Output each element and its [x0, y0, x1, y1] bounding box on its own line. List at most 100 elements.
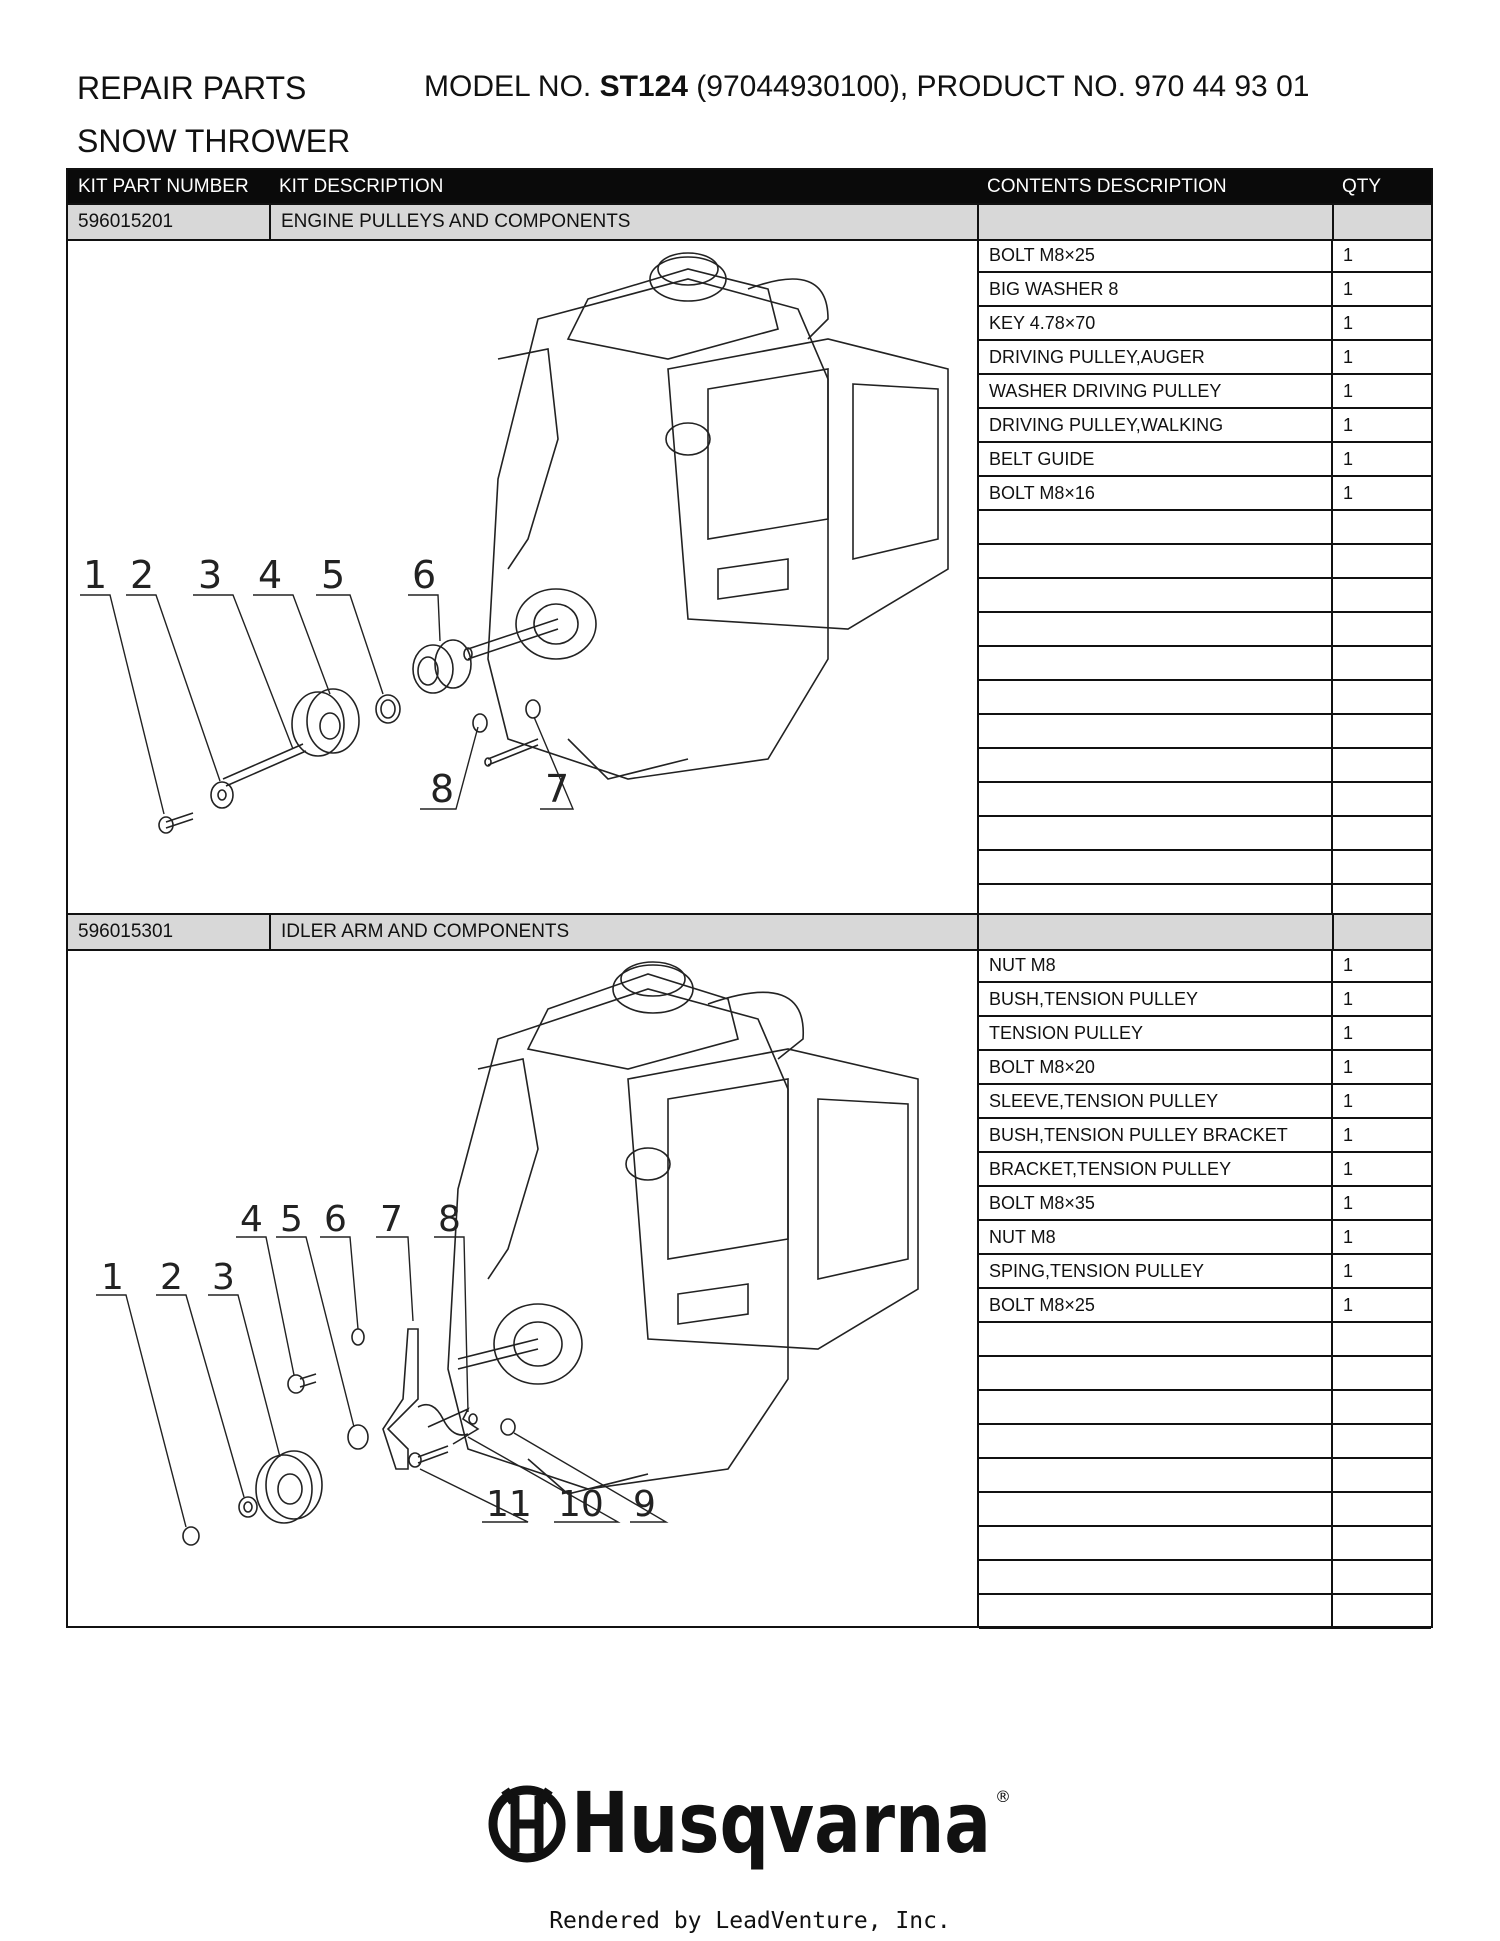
contents-qty: 1 [1343, 988, 1354, 1009]
contents-qty: 1 [1343, 1260, 1354, 1281]
contents-qty: 1 [1343, 278, 1354, 299]
contents-description: BUSH,TENSION PULLEY [979, 983, 1333, 1015]
contents-description: NUT M8 [979, 949, 1333, 981]
idler-arm-diagram: 1 2 3 4 5 6 7 8 9 10 11 [68, 949, 979, 1626]
empty-row [979, 851, 1431, 885]
contents-qty: 1 [1343, 1056, 1354, 1077]
empty-row [979, 1391, 1431, 1425]
contents-qty: 1 [1343, 1192, 1354, 1213]
callout-label: 4 [240, 1199, 263, 1240]
contents-row: DRIVING PULLEY,AUGER 1 [979, 341, 1431, 375]
contents-qty [1333, 579, 1431, 611]
contents-description [979, 817, 1333, 849]
kit-part-number: 596015201 [78, 211, 174, 232]
contents-description [979, 1391, 1333, 1423]
callout-label: 3 [212, 1257, 235, 1298]
callout-label: 7 [545, 767, 569, 811]
contents-qty: 1 [1343, 346, 1354, 367]
husqvarna-crown-icon [488, 1785, 566, 1863]
doc-title: REPAIR PARTS [77, 70, 307, 106]
contents-qty: 1 [1343, 1124, 1354, 1145]
contents-qty [1333, 511, 1431, 543]
callout-label: 1 [83, 553, 107, 597]
contents-row: BUSH,TENSION PULLEY BRACKET 1 [979, 1119, 1431, 1153]
contents-description [979, 1595, 1333, 1627]
callout-label: 9 [633, 1484, 656, 1525]
contents-description: NUT M8 [979, 1221, 1333, 1253]
contents-description: BUSH,TENSION PULLEY BRACKET [979, 1119, 1333, 1151]
callout-label: 3 [198, 553, 222, 597]
empty-row [979, 579, 1431, 613]
contents-qty [1333, 613, 1431, 645]
col-qty: QTY [1342, 176, 1382, 197]
engine-pulleys-illustration: 1 2 3 4 5 6 7 8 [80, 252, 949, 834]
empty-row [979, 1459, 1431, 1493]
callout-label: 1 [101, 1257, 124, 1298]
contents-description: BRACKET,TENSION PULLEY [979, 1153, 1333, 1185]
doc-subtitle: SNOW THROWER [77, 123, 351, 159]
empty-row [979, 1357, 1431, 1391]
idler-arm-illustration: 1 2 3 4 5 6 7 8 9 10 11 [96, 961, 919, 1546]
empty-row [979, 817, 1431, 851]
contents-description [979, 1357, 1333, 1389]
contents-qty [1333, 1561, 1431, 1593]
contents-qty [1333, 1527, 1431, 1559]
contents-qty [1333, 783, 1431, 815]
contents-description: BOLT M8×16 [979, 477, 1333, 509]
contents-qty [1333, 851, 1431, 883]
contents-qty [1333, 1357, 1431, 1389]
contents-description [979, 1425, 1333, 1457]
contents-qty [1333, 817, 1431, 849]
contents-qty [1333, 647, 1431, 679]
contents-qty [1333, 749, 1431, 781]
contents-description [979, 1561, 1333, 1593]
contents-description [979, 647, 1333, 679]
empty-row [979, 511, 1431, 545]
callout-label: 2 [160, 1257, 183, 1298]
contents-description: BOLT M8×35 [979, 1187, 1333, 1219]
contents-description: SPING,TENSION PULLEY [979, 1255, 1333, 1287]
empty-row [979, 749, 1431, 783]
contents-row: BIG WASHER 8 1 [979, 273, 1431, 307]
contents-qty: 1 [1343, 312, 1354, 333]
contents-description [979, 1459, 1333, 1491]
contents-description: BELT GUIDE [979, 443, 1333, 475]
registered-mark: ® [995, 1787, 1011, 1806]
contents-description: SLEEVE,TENSION PULLEY [979, 1085, 1333, 1117]
kit-blank-qty [1332, 915, 1431, 949]
contents-qty [1333, 1425, 1431, 1457]
callout-label: 6 [324, 1199, 347, 1240]
kit-description: ENGINE PULLEYS AND COMPONENTS [269, 205, 977, 239]
callout-label: 6 [412, 553, 436, 597]
contents-qty [1333, 1595, 1431, 1627]
callout-label: 2 [130, 553, 154, 597]
contents-description [979, 851, 1333, 883]
contents-row: BUSH,TENSION PULLEY 1 [979, 983, 1431, 1017]
contents-qty: 1 [1343, 1294, 1354, 1315]
contents-qty [1333, 1391, 1431, 1423]
contents-description: DRIVING PULLEY,AUGER [979, 341, 1333, 373]
table-header: KIT PART NUMBER KIT DESCRIPTION CONTENTS… [68, 170, 1431, 204]
kit-blank-cell [977, 205, 1332, 239]
contents-description [979, 511, 1333, 543]
contents-description: KEY 4.78×70 [979, 307, 1333, 339]
contents-description [979, 681, 1333, 713]
kit-blank-cell [977, 915, 1332, 949]
empty-row [979, 1527, 1431, 1561]
contents-row: BOLT M8×35 1 [979, 1187, 1431, 1221]
contents-description: WASHER DRIVING PULLEY [979, 375, 1333, 407]
contents-qty: 1 [1343, 1158, 1354, 1179]
contents-description: BIG WASHER 8 [979, 273, 1333, 305]
contents-qty: 1 [1343, 414, 1354, 435]
contents-row: KEY 4.78×70 1 [979, 307, 1431, 341]
contents-description: TENSION PULLEY [979, 1017, 1333, 1049]
parts-table: KIT PART NUMBER KIT DESCRIPTION CONTENTS… [66, 168, 1433, 1629]
